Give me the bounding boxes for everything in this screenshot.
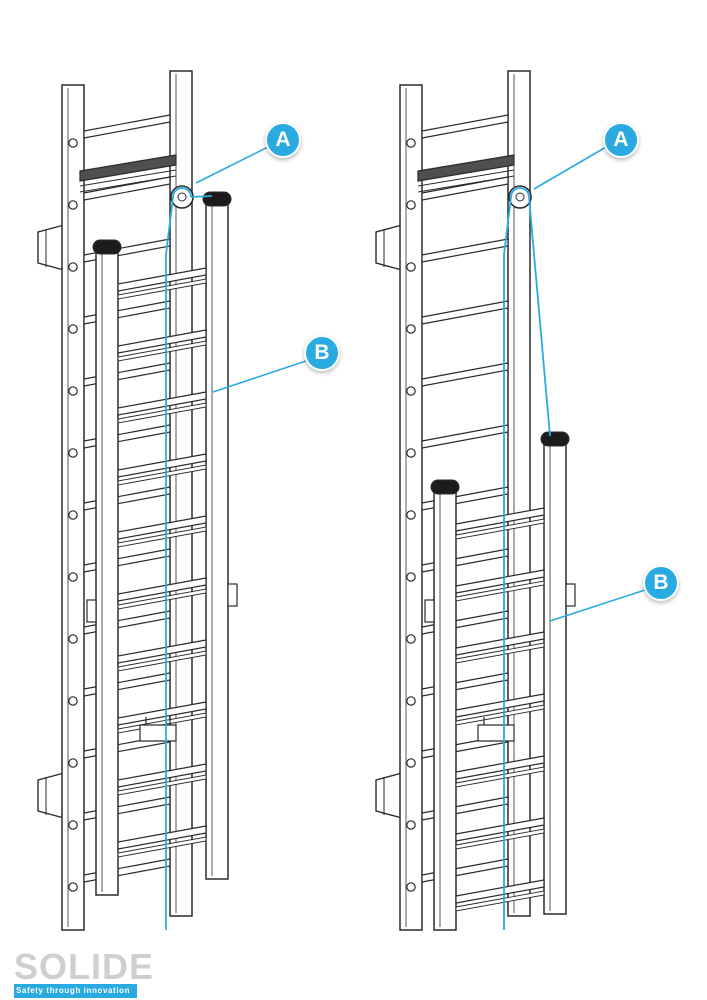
logo-tagline: Safety through innovation bbox=[14, 984, 138, 998]
ladder-right-lowered bbox=[375, 70, 576, 931]
solide-logo: SOLIDE Safety through innovation bbox=[14, 945, 155, 998]
label-b-badge-right: B bbox=[643, 565, 679, 601]
hoist-rope-fall bbox=[165, 196, 174, 930]
label-b-leader-left bbox=[212, 360, 307, 393]
hoist-rope-fall bbox=[503, 196, 512, 930]
label-a-badge-left: A bbox=[265, 122, 301, 158]
hoist-rope-haul bbox=[190, 195, 213, 198]
wall-bracket bbox=[37, 224, 65, 271]
guide-bracket bbox=[139, 717, 177, 742]
wall-bracket bbox=[37, 772, 65, 819]
hoist-rope bbox=[510, 187, 530, 198]
wall-bracket bbox=[375, 224, 403, 271]
wall-bracket bbox=[375, 772, 403, 819]
label-a-leader-right bbox=[533, 146, 607, 190]
label-b-badge-left: B bbox=[304, 335, 340, 371]
guide-bracket bbox=[477, 717, 515, 742]
label-a-leader-left bbox=[195, 146, 269, 184]
hoist-rope bbox=[172, 187, 192, 198]
ladder-left-extended bbox=[37, 70, 238, 931]
mounting-bracket bbox=[417, 154, 515, 182]
hoist-rope-haul bbox=[528, 196, 551, 437]
label-b-leader-right bbox=[549, 589, 646, 622]
annotation-leader-lines bbox=[195, 146, 646, 622]
label-a-badge-right: A bbox=[603, 122, 639, 158]
mounting-bracket bbox=[79, 154, 177, 182]
logo-wordmark: SOLIDE bbox=[14, 945, 155, 987]
